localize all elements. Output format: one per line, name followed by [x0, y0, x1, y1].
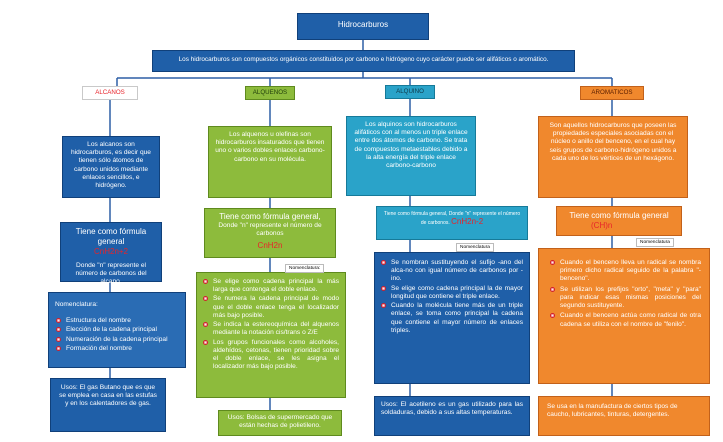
alquenos-formula: CnH2n [257, 240, 283, 250]
definition-text: Los hidrocarburos son compuestos orgánic… [178, 56, 549, 63]
alcanos-nomenclatura-list: Estructura del nombre Elección de la cad… [55, 317, 179, 353]
aromaticos-nomenclatura-box: Cuando el benceno lleva un radical se no… [538, 248, 710, 384]
list-item: Cuando el benceno actúa como radical de … [549, 312, 701, 328]
aromaticos-tag-label: AROMATICOS [591, 89, 633, 96]
alcanos-usos-box: Usos: El gas Butano que es que se emplea… [50, 378, 166, 432]
alquenos-usos-box: Usos: Bolsas de supermercado que están h… [218, 410, 342, 436]
alquino-description-box: Los alquinos son hidrocarburos alifático… [346, 116, 476, 196]
alquino-formula-box: Tiene como fórmula general, Donde "n" re… [376, 206, 528, 240]
list-item: Se indica la estereoquímica del alquenos… [202, 321, 339, 337]
alquenos-formula-label: Tiene como fórmula general, [219, 212, 321, 221]
aromaticos-tag: AROMATICOS [580, 86, 644, 100]
alcanos-nomenclatura-box: Nomenclatura: Estructura del nombre Elec… [48, 292, 186, 368]
list-item: Se numera la cadena principal de modo qu… [202, 295, 339, 320]
alquenos-description: Los alquenos u olefinas son hidrocarburo… [215, 131, 325, 163]
alquenos-usos: Usos: Bolsas de supermercado que están h… [227, 414, 333, 430]
alcanos-formula-label: Tiene como fórmula general [75, 227, 147, 246]
alquino-tag: ALQUINO [385, 85, 435, 99]
list-item: Se elige como cadena principal la más la… [202, 278, 339, 294]
alquino-tag-label: ALQUINO [396, 88, 424, 95]
alquenos-formula-box: Tiene como fórmula general, Donde "n" re… [204, 208, 336, 258]
aromaticos-formula-label: Tiene como fórmula general [569, 211, 669, 220]
alquenos-nomenclatura-box: Se elige como cadena principal la más la… [196, 272, 346, 398]
list-item: Formación del nombre [55, 345, 179, 353]
aromaticos-nomenclatura-list: Cuando el benceno lleva un radical se no… [549, 259, 701, 329]
alcanos-usos: Usos: El gas Butano que es que se emplea… [59, 384, 157, 408]
alquino-usos-box: Usos: El acetileno es un gas utilizado p… [374, 396, 530, 436]
list-item: Numeración de la cadena principal [55, 336, 179, 344]
alcanos-nomenclatura-title: Nomenclatura: [55, 301, 98, 308]
list-item: Estructura del nombre [55, 317, 179, 325]
aromaticos-nomenclatura-label: Nomenclatura [636, 238, 674, 247]
list-item: Los grupos funcionales como alcoholes, a… [202, 339, 339, 372]
aromaticos-formula: (CH)n [591, 221, 613, 230]
list-item: Se utilizan los prefijos "orto", "meta" … [549, 286, 701, 311]
title: Hidrocarburos [337, 20, 389, 29]
alquino-formula-label: Tiene como fórmula general, Donde "n" re… [383, 211, 521, 227]
list-item: Cuando la molécula tiene más de un tripl… [380, 302, 523, 335]
aromaticos-description: Son aquellos hidrocarburos que poseen la… [549, 122, 677, 162]
aromaticos-usos-box: Se usa en la manufactura de ciertos tipo… [538, 396, 710, 436]
alcanos-description-box: Los alcanos son hidrocarburos, es decir … [62, 136, 160, 198]
alquino-nomenclatura-label: Nomenclatura [456, 243, 494, 252]
alquenos-nomenclatura-list: Se elige como cadena principal la más la… [202, 278, 339, 372]
alcanos-tag-label: ALCANOS [95, 89, 125, 96]
aromaticos-description-box: Son aquellos hidrocarburos que poseen la… [538, 116, 688, 198]
aromaticos-formula-box: Tiene como fórmula general (CH)n [556, 206, 682, 236]
alquenos-formula-note: Donde "n" represente el número de carbon… [218, 222, 322, 238]
aromaticos-usos: Se usa en la manufactura de ciertos tipo… [547, 403, 678, 419]
list-item: Se elige como cadena principal la de may… [380, 285, 523, 301]
alquenos-tag-label: ALQUENOS [252, 89, 288, 96]
alquenos-nomenclatura-label: Nomenclatura: [285, 264, 325, 273]
alcanos-tag: ALCANOS [82, 86, 138, 100]
alquino-formula: CnH2n-2 [451, 217, 484, 227]
alcanos-formula-note: Donde "n" represente el número de carbon… [75, 262, 147, 286]
alquenos-tag: ALQUENOS [245, 86, 295, 100]
alquenos-description-box: Los alquenos u olefinas son hidrocarburo… [208, 126, 332, 198]
alquino-nomenclatura-box: Se nombran sustituyendo el sufijo -ano d… [374, 252, 530, 384]
alquino-nomenclatura-list: Se nombran sustituyendo el sufijo -ano d… [380, 259, 523, 335]
list-item: Elección de la cadena principal [55, 326, 179, 334]
definition-box: Los hidrocarburos son compuestos orgánic… [152, 50, 575, 72]
title-box: Hidrocarburos [297, 13, 429, 40]
alcanos-formula: CnH2n+2 [93, 247, 129, 256]
alquino-description: Los alquinos son hidrocarburos alifático… [354, 121, 468, 170]
alcanos-formula-box: Tiene como fórmula general CnH2n+2 Donde… [60, 222, 162, 285]
list-item: Se nombran sustituyendo el sufijo -ano d… [380, 259, 523, 284]
alquino-usos: Usos: El acetileno es un gas utilizado p… [381, 401, 523, 417]
alcanos-description: Los alcanos son hidrocarburos, es decir … [71, 141, 151, 190]
list-item: Cuando el benceno lleva un radical se no… [549, 259, 701, 284]
